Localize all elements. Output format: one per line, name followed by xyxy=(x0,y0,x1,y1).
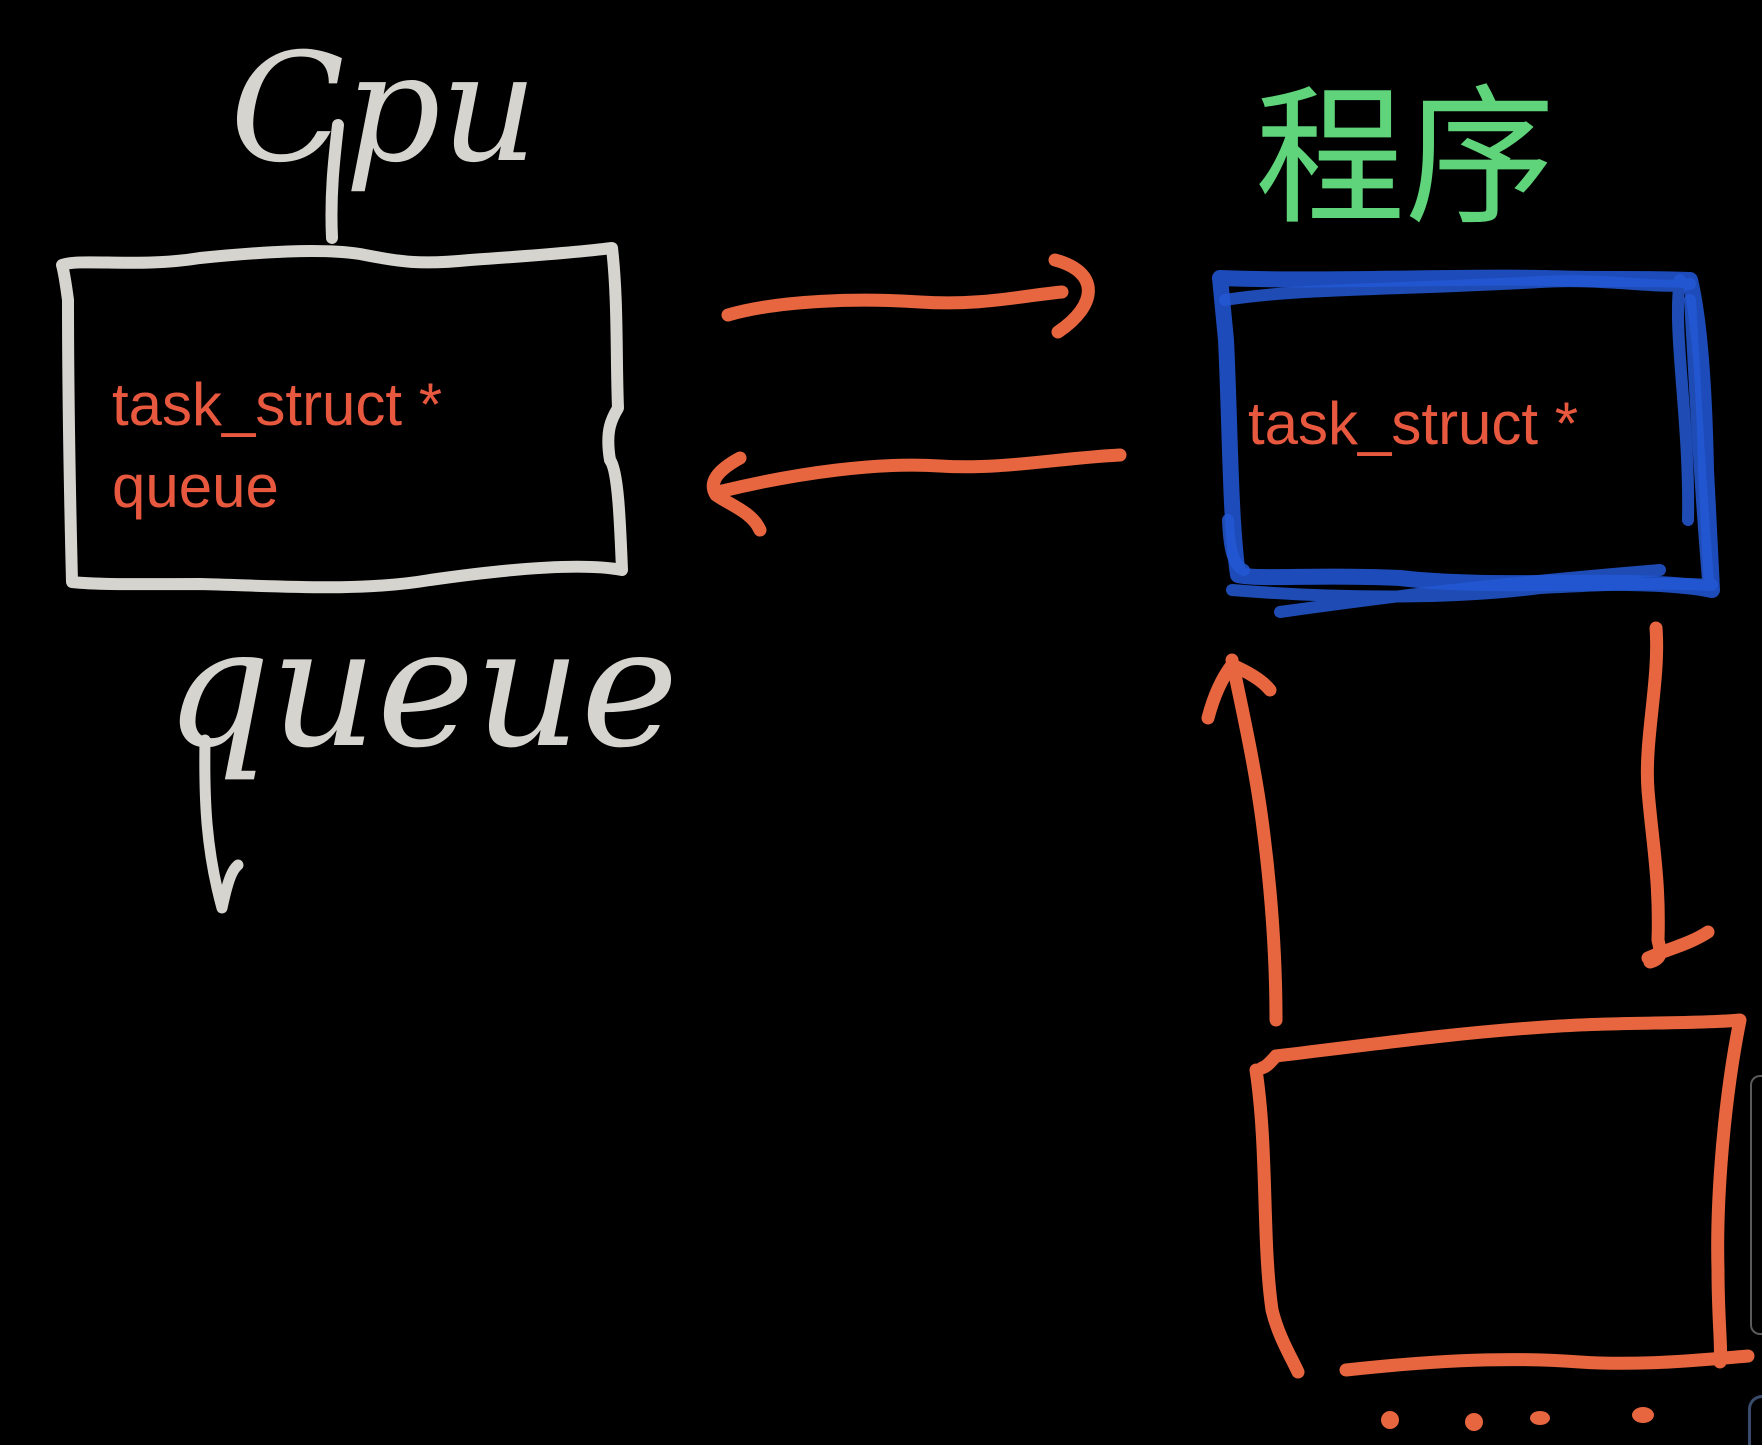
queue-descender-line xyxy=(199,734,244,914)
queue-label: queue xyxy=(165,592,678,784)
program-group: 程序 task_struct * xyxy=(1201,72,1755,1431)
arrow-right xyxy=(721,253,1095,339)
cpu-box-text-line1: task_struct * xyxy=(112,371,442,438)
continuation-dots xyxy=(1381,1407,1654,1431)
cpu-label: Cpu xyxy=(230,22,537,196)
edge-panel-tab[interactable] xyxy=(1750,1075,1762,1335)
edge-corner-control[interactable] xyxy=(1748,1395,1762,1445)
middle-arrows xyxy=(706,253,1127,537)
cpu-box-outline xyxy=(56,242,628,594)
arrow-down xyxy=(1640,621,1715,969)
blue-task-box-scribble xyxy=(1219,274,1718,618)
cpu-connector-line xyxy=(325,119,344,244)
arrow-up xyxy=(1201,653,1283,1027)
cpu-box-text-line2: queue xyxy=(112,453,279,520)
bottom-box-inner-line xyxy=(1255,1049,1283,1075)
arrow-left xyxy=(706,448,1127,537)
program-label: 程序 xyxy=(1255,72,1555,246)
bottom-task-box xyxy=(1249,1013,1755,1379)
right-box-text-line1: task_struct * xyxy=(1248,390,1578,457)
cpu-group: Cpu task_struct * queue queue xyxy=(56,22,678,914)
